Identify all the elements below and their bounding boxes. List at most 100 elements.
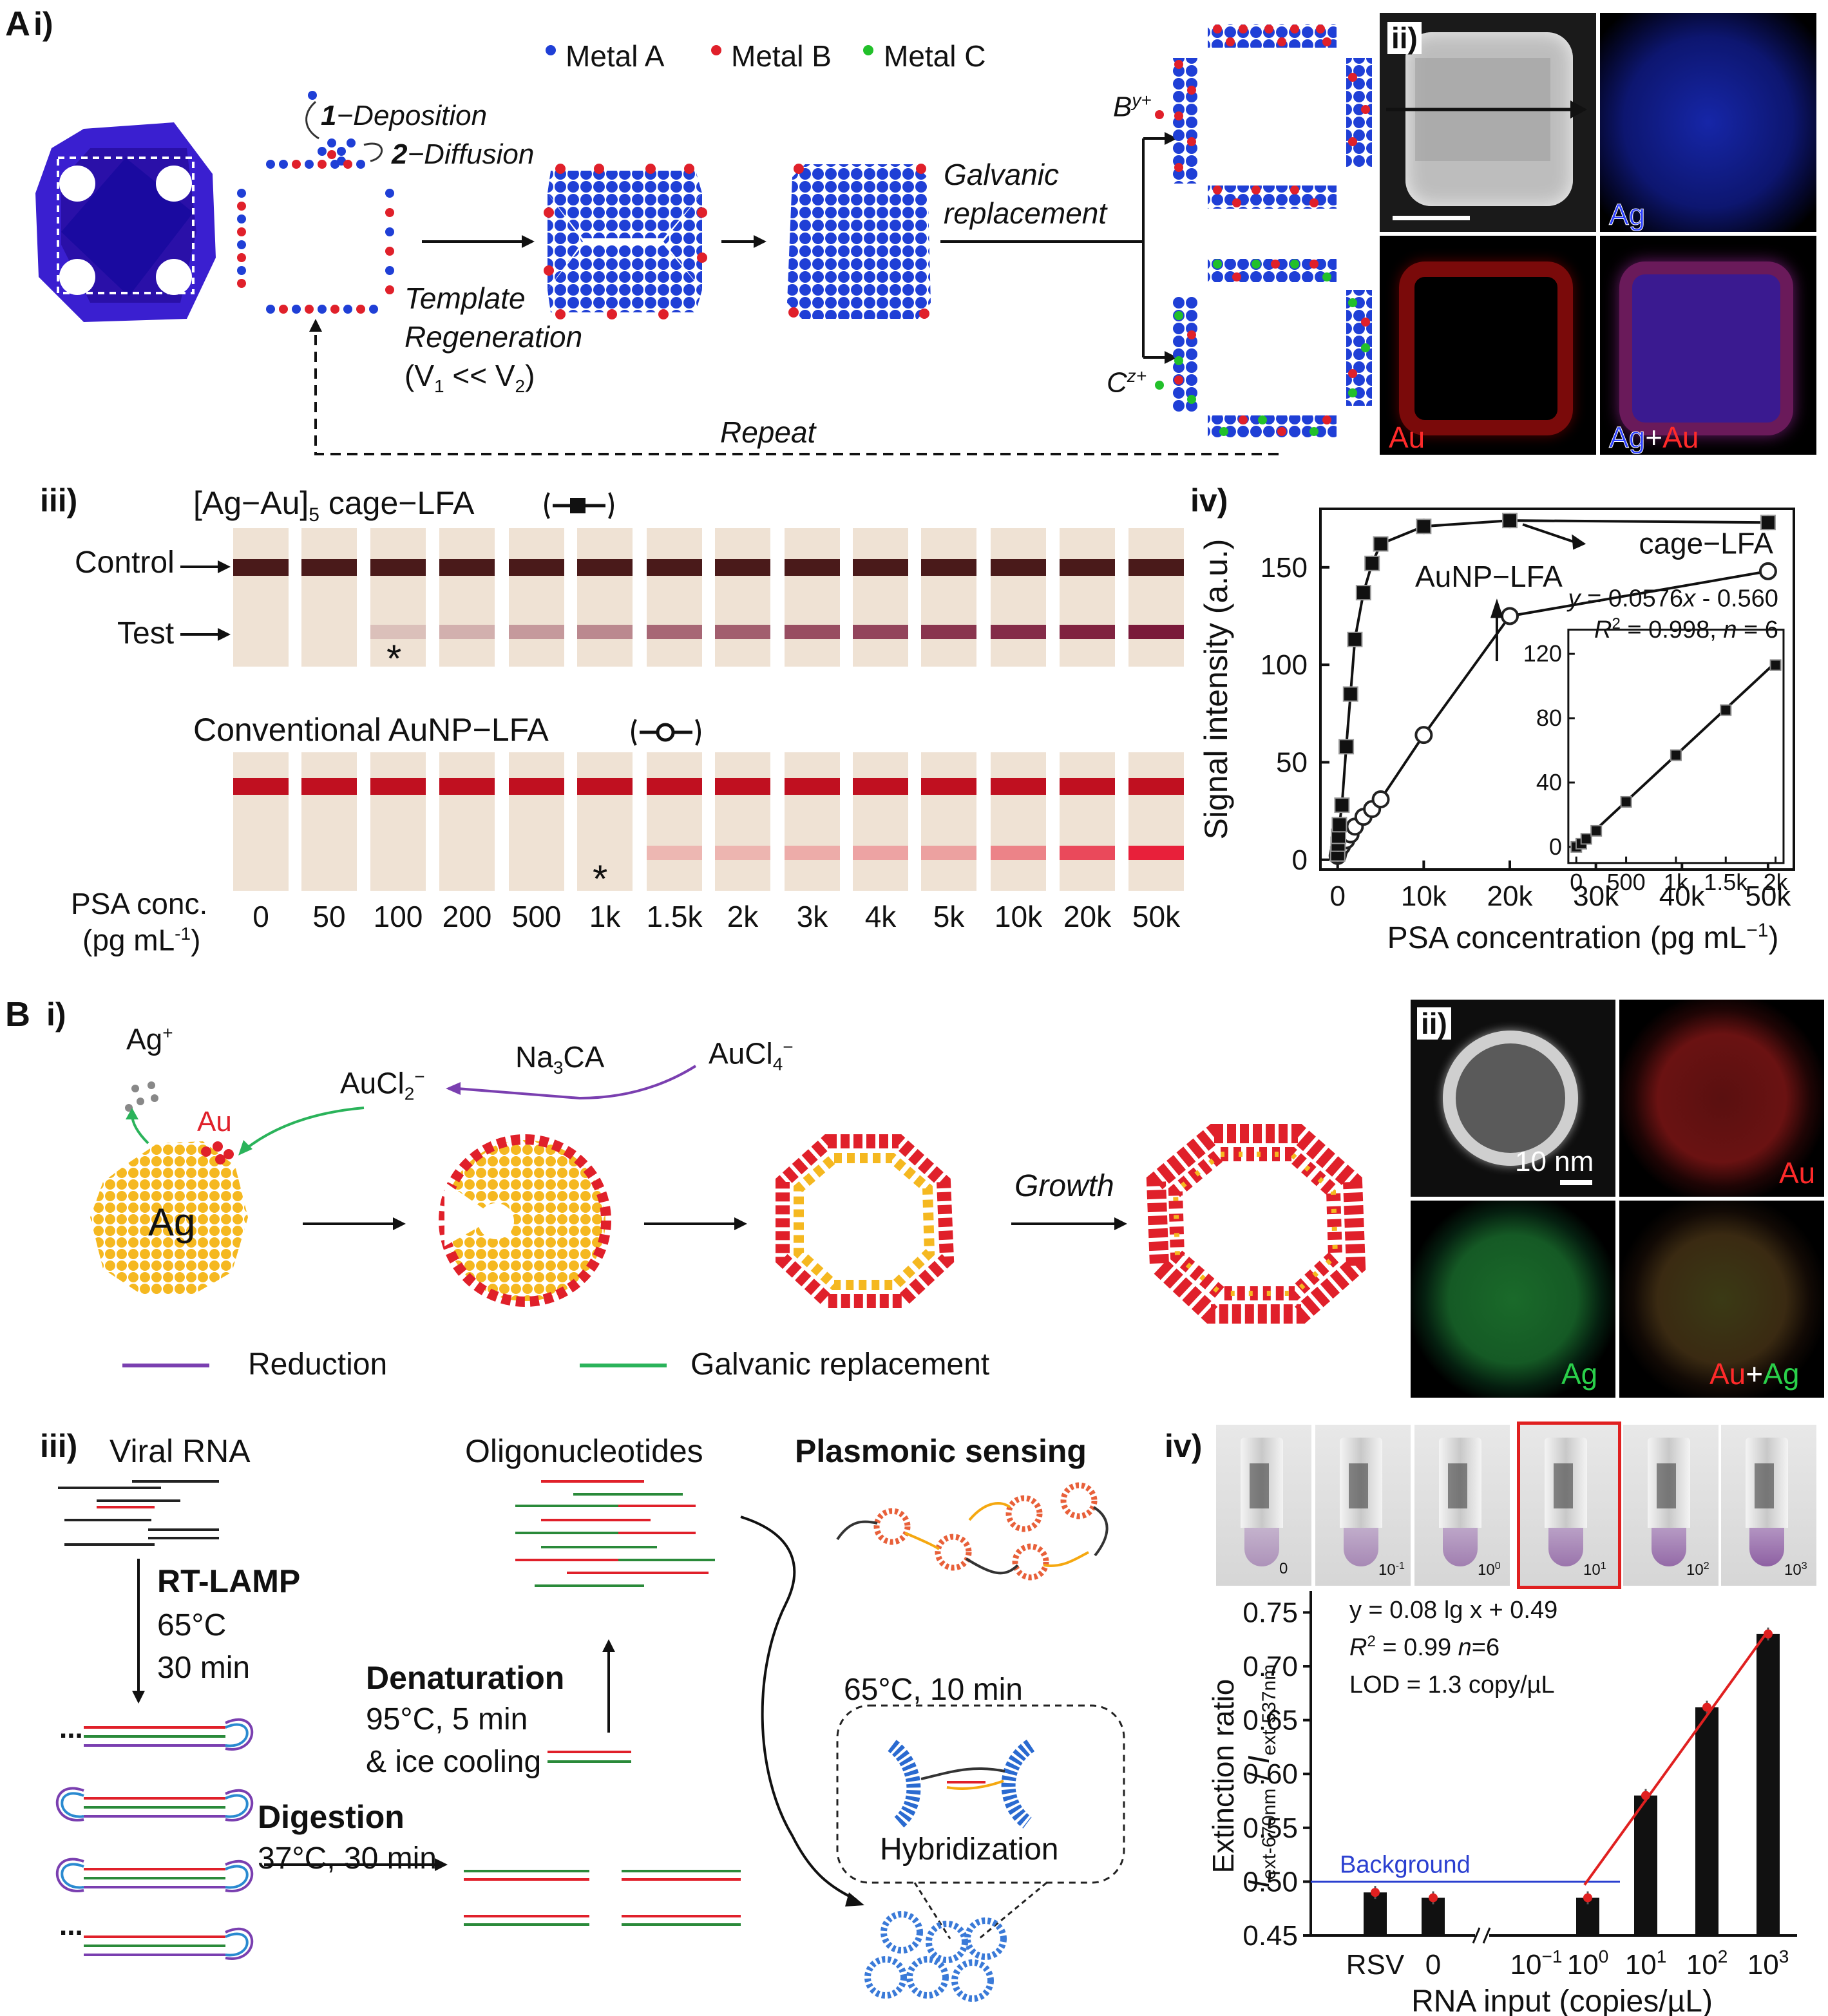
x-tick-label: 30k: [1573, 880, 1619, 912]
x-tick-label: 0: [1425, 1949, 1441, 1981]
filled-square-marker-icon: [544, 492, 614, 519]
panel-b-iv-label: iv): [1165, 1428, 1203, 1464]
y-tick-label: 0.75: [1242, 1597, 1298, 1628]
ag-particle: [90, 1141, 248, 1295]
inset-equation: y = 0.0576x - 0.560: [1566, 585, 1778, 612]
cage-strip: [715, 528, 770, 667]
y-tick-label: 0.45: [1242, 1920, 1298, 1952]
concentration-label: 50: [312, 900, 346, 933]
line-scan-arrow-icon: [1386, 100, 1587, 119]
template-label-3: (V1 << V2): [405, 359, 535, 397]
concentration-label: 100: [373, 900, 423, 933]
hybridized-pair: [887, 1739, 1035, 1829]
panel-b-label: B: [5, 995, 30, 1034]
x-tick-label: 40k: [1659, 880, 1706, 912]
test-band: [853, 846, 908, 860]
cage-lfa-point: [1334, 797, 1350, 813]
conventional-strip: [577, 752, 633, 891]
test-band: [921, 846, 976, 860]
nanoring-probes: [873, 1482, 1098, 1581]
control-band: [301, 778, 357, 795]
concentration-label: 10k: [994, 900, 1043, 933]
tube-label: 100: [1478, 1561, 1501, 1579]
hybridization-box: [836, 1704, 1125, 1884]
x-tick-label: 50k: [1745, 880, 1791, 912]
cage-strip: [921, 528, 976, 667]
cage-strip: [1128, 528, 1184, 667]
control-band: [509, 778, 564, 795]
cage-lfa-point: [1416, 518, 1432, 535]
cage-lfa-point: [1502, 513, 1518, 529]
aucl4-label: AuCl4−: [709, 1036, 794, 1074]
viral-rna-label: Viral RNA: [109, 1433, 251, 1469]
ellipsis-top: ...: [59, 1713, 83, 1744]
test-band: [509, 625, 564, 639]
x-tick-label: 101: [1625, 1946, 1667, 1981]
x-tick-label: 103: [1747, 1946, 1789, 1981]
concentration-label: 50k: [1132, 900, 1181, 933]
conventional-lfa-title: Conventional AuNP−LFA: [193, 712, 549, 748]
plot-frame: [1319, 508, 1795, 871]
aunp-lfa-point: [1371, 790, 1390, 809]
b-scale-label: 10 nm: [1515, 1146, 1594, 1177]
x-tick-label: 10−1: [1510, 1946, 1563, 1981]
conventional-strip: [1128, 752, 1184, 891]
inset-x-tick-label: 0: [1570, 869, 1583, 895]
concentration-label: 4k: [864, 900, 897, 933]
x-tick-label: 20k: [1487, 880, 1534, 912]
inset-x-tick-label: 2k: [1764, 869, 1789, 895]
panel-b-iii-label: iii): [40, 1428, 78, 1464]
conventional-strip: [785, 752, 840, 891]
step-2-label: 2−Diffusion: [392, 138, 535, 170]
cage-strip: [853, 528, 908, 667]
frame-2: [544, 164, 707, 319]
tube-photo: 0: [1216, 1425, 1311, 1586]
control-band: [439, 778, 495, 795]
concentration-label: 0: [252, 900, 269, 933]
fit-equation: y = 0.08 lg x + 0.49: [1349, 1597, 1557, 1624]
ion-b-label: By+: [1113, 90, 1152, 123]
concentration-label: 2k: [727, 900, 759, 933]
control-band: [577, 559, 633, 576]
bar-point: [1583, 1893, 1592, 1903]
concentration-label: 5k: [933, 900, 965, 933]
conventional-strip: [509, 752, 564, 891]
inset-r2: R2 = 0.998, n = 6: [1594, 615, 1778, 643]
inset-frame: [1567, 629, 1785, 864]
ag-au-overlay-image: Ag+Au: [1600, 236, 1816, 455]
conv-lod-asterisk: *: [593, 857, 608, 900]
inset-point: [1720, 704, 1732, 716]
alloy-shell: [776, 1134, 955, 1308]
bar: [1757, 1633, 1780, 1935]
rt-lamp-label: RT-LAMP: [157, 1563, 301, 1599]
test-band: [785, 846, 840, 860]
control-band: [785, 559, 840, 576]
overlay-map-label: Ag+Au: [1608, 421, 1699, 454]
growth-label: Growth: [1014, 1169, 1114, 1203]
hybridization-label: Hybridization: [880, 1832, 1059, 1867]
control-band: [370, 559, 426, 576]
cage-strip: [1060, 528, 1115, 667]
test-band: [991, 846, 1046, 860]
cage-lfa-point: [1347, 631, 1363, 647]
cage-lfa-point: [1338, 739, 1355, 755]
cage-strip: [577, 528, 633, 667]
bar-point: [1429, 1893, 1438, 1903]
etched-particle: [439, 1134, 611, 1307]
panel-b-ii-label: ii): [1417, 1007, 1451, 1040]
control-band: [1060, 559, 1115, 576]
tube-label: 102: [1686, 1561, 1709, 1579]
y-tick-label: 0.65: [1242, 1705, 1298, 1736]
conventional-strip: [991, 752, 1046, 891]
inset-y-tick-label: 0: [1549, 833, 1562, 860]
panel-a-i-label: i): [33, 6, 53, 42]
template-label-1: Template: [405, 281, 526, 315]
legend-metal-b: Metal B: [731, 39, 832, 73]
bar-point: [1371, 1888, 1380, 1897]
inset-x-tick-label: 1.5k: [1704, 869, 1748, 895]
test-band: [1128, 625, 1184, 639]
digestion-cond: 37°C, 30 min: [258, 1841, 437, 1876]
inset-y-tick-label: 40: [1536, 769, 1562, 795]
test-band: [785, 625, 840, 639]
ag-map-label: Ag: [1608, 198, 1646, 231]
